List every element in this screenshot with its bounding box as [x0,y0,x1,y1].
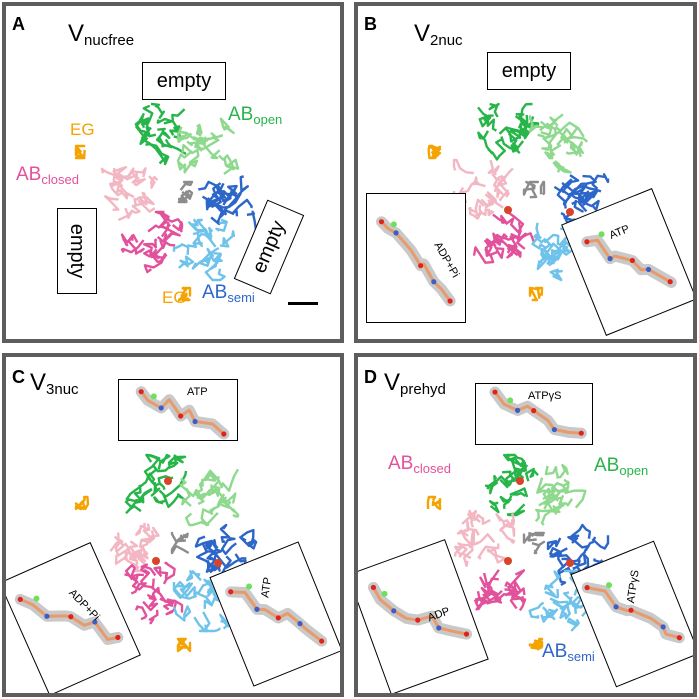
ligand-box-left: ADP [358,539,489,693]
protein-structure [74,102,258,302]
ab-semi-label: ABsemi [202,282,255,305]
ligand-density [581,231,677,288]
ligand-density [581,582,685,644]
ligand-density [376,216,456,307]
panel-d: D Vprehyd ATPγS ABclosed ABopen ABsemi A… [354,353,697,697]
eg-label-top: EG [70,120,95,139]
panel-label: A [12,14,25,34]
panel-label: B [364,14,377,34]
ligand-box-right: ATP [561,188,693,336]
ab-closed-label: ABclosed [388,453,451,476]
ligand-density [14,593,124,645]
panel-a: A Vnucfree empty empty empty EG EG ABope… [2,2,344,343]
panel-title: Vnucfree [68,20,135,49]
ab-closed-label: ABclosed [16,164,79,187]
ligand-box-right: ATP [209,541,340,687]
ligand-box-top: ATP [118,379,238,441]
ab-open-label: ABopen [228,104,283,127]
panel-title: V3nuc [30,369,79,398]
protein-structure [427,102,610,302]
panel-b: B V2nuc empty ADP+Pi ATP [354,2,697,343]
panel-label: D [364,367,377,387]
panel-title: Vprehyd [384,369,446,398]
ab-open-label: ABopen [594,455,649,478]
ligand-label: ATPγS [528,390,562,402]
empty-box-left: empty [57,208,97,294]
ab-semi-label: ABsemi [542,641,595,664]
protein-structure [74,453,258,653]
eg-label-bottom: EG [162,288,187,307]
ligand-box-left: ADP+Pi [6,542,141,693]
ligand-label: ATP [187,386,208,398]
ligand-box-left: ADP+Pi [366,193,466,323]
panel-title: V2nuc [414,20,463,49]
ligand-density [489,386,587,439]
ligand-density [225,583,328,647]
ligand-density [367,581,473,640]
panel-c: C V3nuc ATP ADP+Pi ATP [2,353,344,697]
ligand-box-top: ATPγS [475,383,593,445]
ligand-box-right: ATPγS [570,540,693,688]
scale-bar [288,302,318,305]
empty-box-top: empty [142,62,226,100]
ligand-density [135,386,230,440]
empty-box-top: empty [487,52,571,90]
panel-label: C [12,367,25,387]
